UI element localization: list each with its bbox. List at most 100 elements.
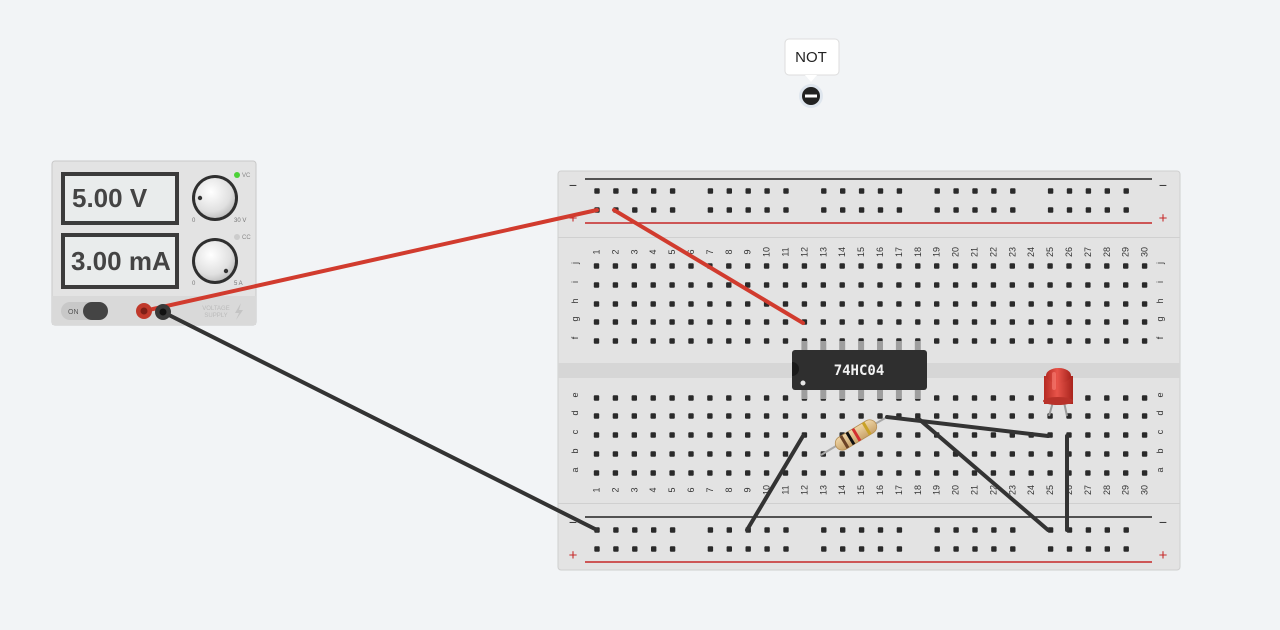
rail-hole[interactable]	[972, 527, 978, 533]
rail-hole[interactable]	[1085, 207, 1092, 213]
rail-hole[interactable]	[613, 188, 619, 194]
hole-c11[interactable]	[782, 432, 789, 438]
hole-i4[interactable]	[650, 282, 656, 288]
rail-hole[interactable]	[783, 207, 789, 213]
rail-hole[interactable]	[896, 207, 903, 213]
hole-i28[interactable]	[1104, 282, 1110, 288]
hole-h30[interactable]	[1141, 301, 1148, 307]
rail-hole[interactable]	[877, 546, 884, 552]
hole-g13[interactable]	[820, 319, 826, 325]
rail-hole[interactable]	[1066, 546, 1073, 552]
rail-hole[interactable]	[991, 188, 997, 194]
rail-hole[interactable]	[726, 527, 732, 533]
rail-hole[interactable]	[934, 188, 940, 194]
hole-j12[interactable]	[801, 263, 808, 269]
hole-h26[interactable]	[1066, 301, 1072, 307]
hole-a19[interactable]	[934, 470, 940, 476]
hole-a30[interactable]	[1141, 470, 1148, 476]
hole-i13[interactable]	[820, 282, 826, 288]
rail-hole[interactable]	[669, 207, 676, 213]
hole-j19[interactable]	[934, 263, 940, 269]
hole-a7[interactable]	[707, 470, 713, 476]
hole-d28[interactable]	[1104, 413, 1110, 419]
hole-e20[interactable]	[952, 395, 959, 401]
rail-hole[interactable]	[972, 188, 978, 194]
rail-hole[interactable]	[858, 207, 865, 213]
hole-a3[interactable]	[631, 470, 637, 476]
hole-f28[interactable]	[1104, 338, 1110, 344]
hole-c2[interactable]	[612, 432, 619, 438]
hole-f23[interactable]	[1009, 338, 1015, 344]
rail-hole[interactable]	[783, 546, 789, 552]
hole-i25[interactable]	[1047, 282, 1053, 288]
hole-i2[interactable]	[612, 282, 619, 288]
rail-hole[interactable]	[953, 527, 959, 533]
hole-a9[interactable]	[745, 470, 751, 476]
hole-j6[interactable]	[688, 263, 694, 269]
hole-e21[interactable]	[971, 395, 978, 401]
hole-a1[interactable]	[593, 470, 600, 476]
hole-c17[interactable]	[896, 432, 902, 438]
hole-g16[interactable]	[877, 319, 883, 325]
hole-d23[interactable]	[1009, 413, 1015, 419]
hole-i15[interactable]	[858, 282, 864, 288]
hole-c3[interactable]	[631, 432, 637, 438]
hole-g11[interactable]	[782, 319, 789, 325]
hole-h22[interactable]	[990, 301, 997, 307]
rail-hole[interactable]	[1123, 546, 1129, 552]
hole-a28[interactable]	[1104, 470, 1110, 476]
rail-hole[interactable]	[783, 527, 789, 533]
hole-i29[interactable]	[1123, 282, 1129, 288]
rail-hole[interactable]	[1066, 188, 1073, 194]
hole-a2[interactable]	[612, 470, 619, 476]
hole-h6[interactable]	[688, 301, 694, 307]
hole-b22[interactable]	[990, 451, 997, 457]
hole-f25[interactable]	[1047, 338, 1053, 344]
hole-i24[interactable]	[1028, 282, 1034, 288]
rail-hole[interactable]	[651, 546, 657, 552]
rail-hole[interactable]	[1104, 188, 1110, 194]
hole-g23[interactable]	[1009, 319, 1015, 325]
wire-black-chip[interactable]	[745, 434, 805, 532]
hole-d11[interactable]	[782, 413, 789, 419]
hole-e29[interactable]	[1123, 395, 1129, 401]
hole-i22[interactable]	[990, 282, 997, 288]
hole-d16[interactable]	[877, 413, 883, 419]
rail-hole[interactable]	[707, 527, 714, 533]
rail-hole[interactable]	[840, 527, 846, 533]
hole-f27[interactable]	[1085, 338, 1091, 344]
hole-a15[interactable]	[858, 470, 864, 476]
hole-d21[interactable]	[971, 413, 978, 419]
hole-h5[interactable]	[669, 301, 675, 307]
wire-black-supply[interactable]	[161, 310, 599, 532]
hole-f10[interactable]	[763, 338, 770, 344]
current-knob[interactable]	[192, 238, 238, 284]
hole-g28[interactable]	[1104, 319, 1110, 325]
rail-hole[interactable]	[1010, 527, 1016, 533]
hole-j8[interactable]	[726, 263, 732, 269]
hole-g19[interactable]	[934, 319, 940, 325]
hole-j26[interactable]	[1066, 263, 1072, 269]
hole-i1[interactable]	[593, 282, 600, 288]
hole-f6[interactable]	[688, 338, 694, 344]
wire-red-supply[interactable]	[142, 208, 599, 313]
hole-g27[interactable]	[1085, 319, 1091, 325]
hole-c27[interactable]	[1085, 432, 1091, 438]
rail-hole[interactable]	[651, 188, 657, 194]
rail-hole[interactable]	[707, 207, 714, 213]
hole-a5[interactable]	[669, 470, 675, 476]
hole-h29[interactable]	[1123, 301, 1129, 307]
hole-j30[interactable]	[1141, 263, 1148, 269]
hole-f24[interactable]	[1028, 338, 1034, 344]
hole-d14[interactable]	[839, 413, 845, 419]
rail-hole[interactable]	[821, 188, 827, 194]
hole-j28[interactable]	[1104, 263, 1110, 269]
hole-d30[interactable]	[1141, 413, 1148, 419]
hole-a18[interactable]	[915, 470, 921, 476]
hole-b17[interactable]	[896, 451, 902, 457]
rail-hole[interactable]	[783, 188, 789, 194]
hole-c4[interactable]	[650, 432, 656, 438]
rail-hole[interactable]	[745, 188, 751, 194]
rail-hole[interactable]	[991, 527, 997, 533]
hole-e24[interactable]	[1028, 395, 1034, 401]
